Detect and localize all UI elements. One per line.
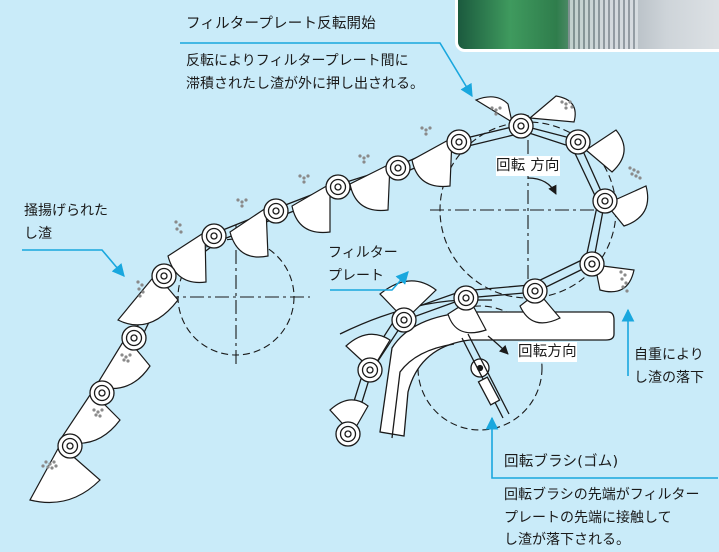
residue-dots [41,100,642,470]
brush-label: 回転ブラシ(ゴム) [504,454,619,470]
reverse-desc-line: 滞積されたし渣が外に押し出される。 [186,75,424,92]
arrow-icon [22,249,125,277]
brush-desc: 回転ブラシの先端がフィルター プレートの先端に接触して し渣が落下される。 [504,484,699,552]
arrow-icon [330,271,409,291]
lifted-residue-line: し渣 [24,225,52,242]
rotation-direction-lower: 回転方向 [518,342,577,362]
reverse-desc-line: 反転によりフィルタープレート間に [186,53,409,69]
lifted-residue-label: 掻揚げられた し渣 [24,200,108,245]
leader-lines [22,42,718,479]
curved-arrow-icon [527,177,557,195]
arrow-icon [180,42,473,98]
self-weight-line: し渣の落下 [634,369,704,386]
chain-pins [57,113,618,459]
reverse-desc: 反転によりフィルタープレート間に 滞積されたし渣が外に押し出される。 [186,50,424,95]
filter-plate-line: プレート [328,267,384,284]
lifted-residue-line: 掻揚げられた [24,203,108,219]
self-weight-line: 自重により [634,347,704,363]
filter-plates [29,95,649,504]
equipment-photo [455,0,719,52]
brush-desc-line: し渣が落下される。 [504,532,630,548]
filter-plate-label: フィルター プレート [328,242,398,287]
arrow-icon [485,416,718,479]
rotary-brush [461,333,510,419]
self-weight-label: 自重により し渣の落下 [634,344,704,389]
rotation-direction-upper: 回転 方向 [496,156,560,176]
filter-plate-line: フィルター [328,245,398,261]
reverse-start-label: フィルタープレート反転開始 [186,16,376,32]
brush-desc-line: 回転ブラシの先端がフィルター [504,487,700,503]
rotation-arrows [487,177,557,355]
brush-desc-line: プレートの先端に接触して [504,509,672,526]
curved-arrow-icon [487,335,509,355]
brush-circle [417,305,543,431]
